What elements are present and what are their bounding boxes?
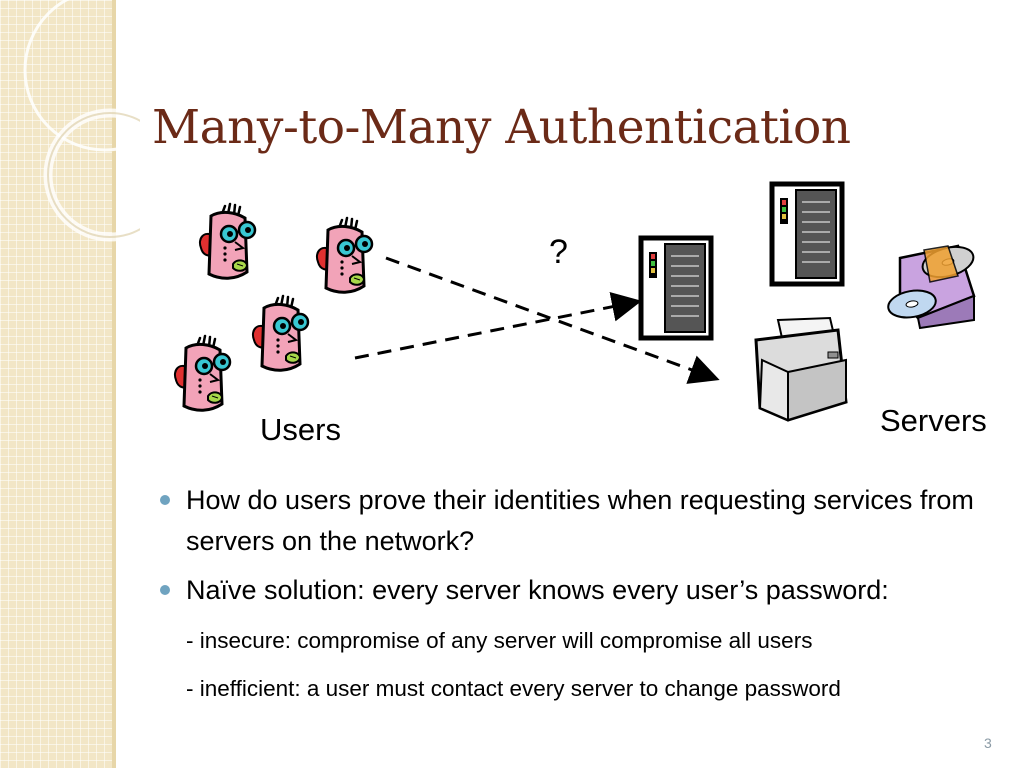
bullet-text: How do users prove their identities when… bbox=[186, 485, 974, 556]
swirl-decoration bbox=[23, 0, 140, 242]
user-figure-icon bbox=[315, 216, 374, 294]
question-mark: ? bbox=[549, 233, 568, 271]
bullet-text: Naïve solution: every server knows every… bbox=[186, 575, 889, 605]
sub-point: - inefficient: a user must contact every… bbox=[160, 671, 1000, 707]
sub-point: - insecure: compromise of any server wil… bbox=[160, 623, 1000, 659]
sub-point-text: - inefficient: a user must contact every… bbox=[186, 676, 841, 701]
users-label: Users bbox=[260, 412, 341, 447]
bullet-dot bbox=[160, 585, 170, 595]
authentication-diagram bbox=[173, 0, 976, 422]
dashed-arrow-to-printer bbox=[385, 256, 720, 384]
bullet-dot bbox=[160, 495, 170, 505]
sidebar-edge bbox=[112, 0, 116, 768]
page-number: 3 bbox=[984, 735, 992, 751]
sub-point-text: - insecure: compromise of any server wil… bbox=[186, 628, 813, 653]
printer-icon bbox=[754, 316, 848, 422]
servers-label: Servers bbox=[880, 403, 987, 438]
user-figure-icon bbox=[198, 202, 257, 280]
cd-drive-icon bbox=[887, 244, 976, 330]
slide-title: Many-to-Many Authentication bbox=[152, 100, 851, 155]
bullet-item: How do users prove their identities when… bbox=[160, 480, 1000, 562]
bullet-item: Naïve solution: every server knows every… bbox=[160, 570, 1000, 611]
bullet-list: How do users prove their identities when… bbox=[160, 480, 1000, 707]
dashed-arrow-to-server bbox=[354, 291, 642, 360]
server-rack-icon bbox=[641, 238, 711, 338]
user-figure-icon bbox=[173, 334, 232, 412]
decorative-sidebar bbox=[0, 0, 112, 768]
user-figure-icon bbox=[251, 294, 310, 372]
server-rack-icon bbox=[772, 184, 842, 284]
